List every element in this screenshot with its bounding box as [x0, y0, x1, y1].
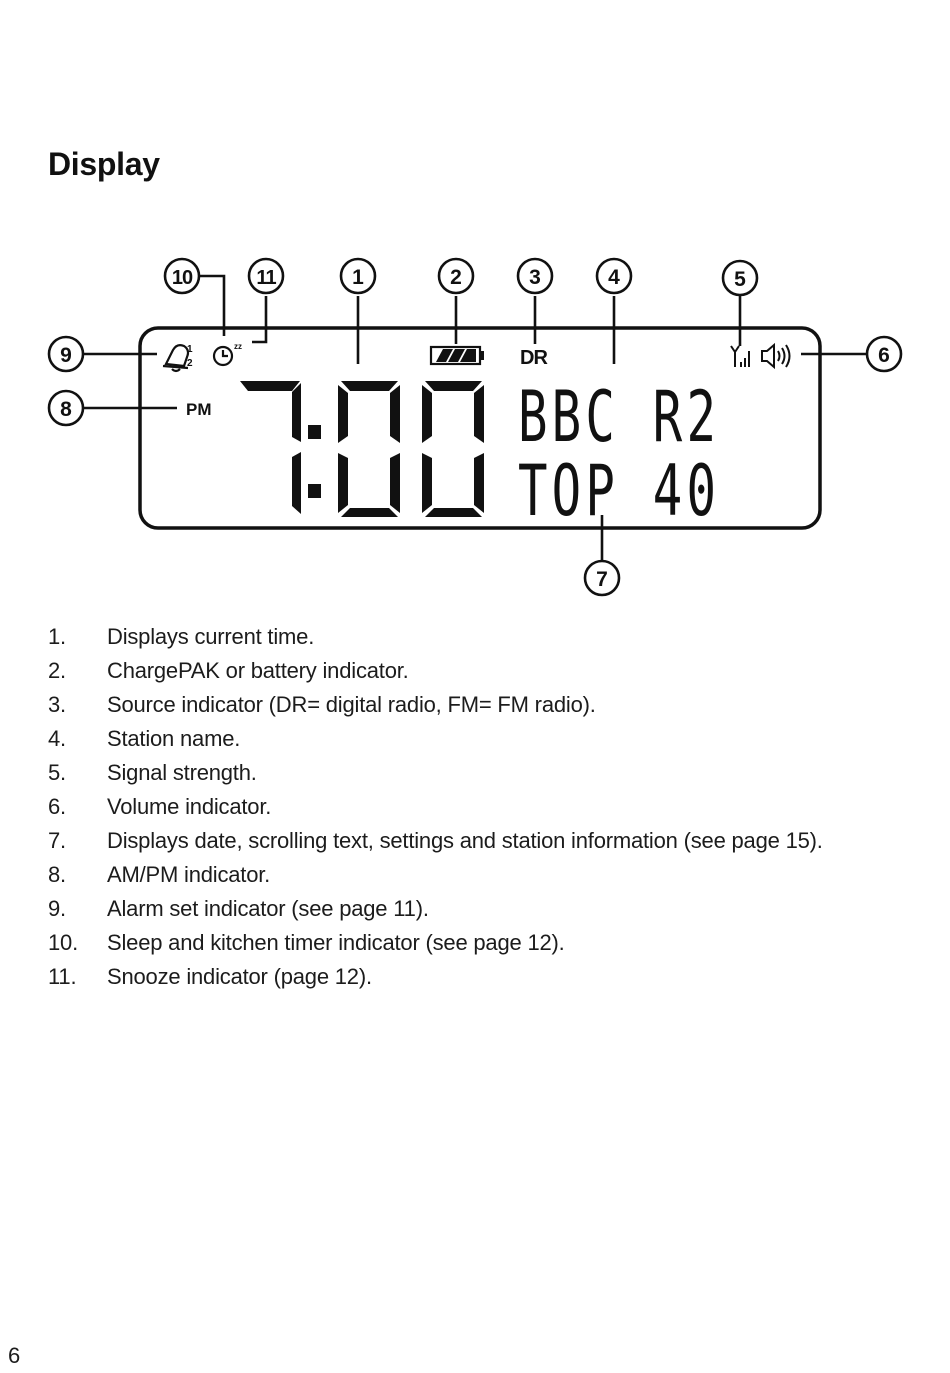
callout-10: 10: [163, 257, 201, 295]
legend-item: 8. AM/PM indicator.: [48, 858, 918, 892]
legend-number: 10.: [48, 930, 78, 955]
legend-item: 6. Volume indicator.: [48, 790, 918, 824]
alarm-1-label: 1: [187, 344, 193, 355]
callout-7: 7: [583, 559, 621, 597]
legend-item: 10. Sleep and kitchen timer indicator (se…: [48, 926, 918, 960]
legend-number: 6.: [48, 794, 66, 819]
svg-text:7: 7: [596, 568, 608, 591]
timer-clock-icon: [212, 345, 234, 367]
legend-text: ChargePAK or battery indicator.: [107, 658, 409, 683]
callout-6: 6: [865, 335, 903, 373]
legend-list: 1. Displays current time. 2. ChargePAK or …: [48, 620, 918, 994]
callout-3: 3: [516, 257, 554, 295]
legend-item: 7. Displays date, scrolling text, setting…: [48, 824, 918, 858]
legend-number: 4.: [48, 726, 66, 751]
snooze-zz-icon: zz: [234, 342, 242, 351]
legend-text: AM/PM indicator.: [107, 862, 271, 887]
leader-lines: [84, 274, 866, 561]
legend-number: 5.: [48, 760, 66, 785]
lcd-frame: [138, 326, 822, 530]
callout-8: 8: [47, 389, 85, 427]
speaker-volume-icon: [761, 342, 791, 370]
legend-number: 11.: [48, 964, 77, 989]
legend-number: 7.: [48, 828, 66, 853]
svg-text:4: 4: [608, 266, 620, 289]
callout-5: 5: [721, 259, 759, 297]
callout-1: 1: [339, 257, 377, 295]
svg-text:10: 10: [172, 267, 193, 289]
signal-strength-icon: [730, 345, 740, 367]
legend-text: Displays current time.: [107, 624, 315, 649]
page-number: 6: [8, 1343, 21, 1368]
legend-text: Source indicator (DR= digital radio, FM=…: [107, 692, 596, 717]
legend-item: 3. Source indicator (DR= digital radio, F…: [48, 688, 918, 722]
callout-4: 4: [595, 257, 633, 295]
station-line-2: TOP 40: [518, 451, 720, 532]
legend-text: Displays date, scrolling text, settings …: [107, 828, 823, 853]
legend-text: Volume indicator.: [107, 794, 272, 819]
legend-text: Station name.: [107, 726, 241, 751]
svg-text:1: 1: [352, 266, 364, 289]
callout-9: 9: [47, 335, 85, 373]
page-title: Display: [48, 146, 160, 182]
legend-item: 1. Displays current time.: [48, 620, 918, 654]
legend-item: 11. Snooze indicator (page 12).: [48, 960, 918, 994]
battery-icon: [429, 345, 484, 366]
svg-text:5: 5: [734, 268, 746, 291]
legend-text: Signal strength.: [107, 760, 257, 785]
svg-text:9: 9: [60, 344, 72, 367]
svg-text:3: 3: [529, 266, 541, 289]
svg-text:11: 11: [256, 267, 276, 289]
legend-item: 5. Signal strength.: [48, 756, 918, 790]
legend-number: 8.: [48, 862, 66, 887]
legend-number: 9.: [48, 896, 66, 921]
pm-indicator: PM: [186, 400, 212, 419]
svg-text:6: 6: [878, 344, 890, 367]
station-line-1: BBC R2: [518, 377, 720, 458]
legend-item: 4. Station name.: [48, 722, 918, 756]
legend-number: 3.: [48, 692, 66, 717]
callout-2: 2: [437, 257, 475, 295]
lcd-display-diagram: 10 11 1 2 3 4 5 9 6 8 7: [47, 257, 903, 597]
svg-text:8: 8: [60, 398, 72, 421]
alarm-2-label: 2: [187, 358, 193, 369]
svg-text:2: 2: [450, 266, 462, 289]
legend-number: 2.: [48, 658, 66, 683]
source-indicator: DR: [520, 347, 548, 369]
alarm-bell-icon: [162, 344, 190, 373]
legend-text: Snooze indicator (page 12).: [107, 964, 372, 989]
legend-text: Alarm set indicator (see page 11).: [107, 896, 429, 921]
signal-bars: [740, 351, 750, 367]
callout-11: 11: [247, 257, 285, 295]
legend-item: 9. Alarm set indicator (see page 11).: [48, 892, 918, 926]
legend-text: Sleep and kitchen timer indicator (see p…: [107, 930, 565, 955]
legend-number: 1.: [48, 624, 66, 649]
legend-item: 2. ChargePAK or battery indicator.: [48, 654, 918, 688]
time-display: [240, 381, 484, 517]
